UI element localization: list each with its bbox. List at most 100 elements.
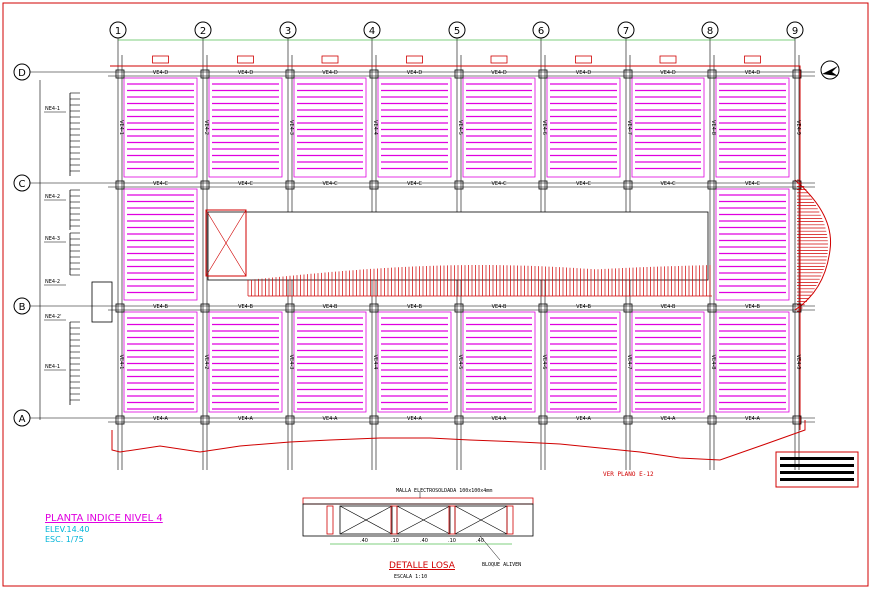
plan-scale: ESC. 1/75 — [45, 535, 84, 544]
beam-tag: VE4-C — [491, 181, 507, 187]
beam-tag: VE4-A — [576, 416, 591, 422]
beam-tag-vertical: VE4-3 — [288, 120, 294, 135]
column — [200, 415, 210, 425]
top-opening — [406, 55, 423, 64]
grid-bubble-column — [109, 21, 127, 39]
detail-dimension: .40 — [476, 538, 484, 544]
detail-scale: ESCALA 1:10 — [394, 574, 428, 580]
legend-bar — [780, 471, 854, 474]
slab-panel — [293, 311, 367, 413]
grid-bubble-row — [13, 63, 31, 81]
slab-panel — [462, 311, 536, 413]
block-note: BLOQUE ALIVEN — [482, 562, 522, 568]
grid-bubble-label: A — [19, 414, 26, 425]
beam-tag-vertical: VE4-9 — [795, 355, 801, 370]
detail-rib — [448, 505, 456, 535]
curved-stair-edge — [794, 179, 832, 311]
beam-tag: VE4-C — [745, 181, 761, 187]
beam-tag: VE4-A — [238, 416, 253, 422]
grid-bubble-label: 5 — [454, 26, 460, 37]
top-opening — [237, 55, 254, 64]
column — [454, 180, 464, 190]
column — [285, 69, 295, 79]
beam-tag: VE4-C — [660, 181, 676, 187]
grid-bubble-label: 9 — [792, 26, 798, 37]
beam-tag-vertical: VE4-4 — [372, 355, 378, 370]
beam-tag: VE4-B — [576, 304, 591, 310]
detail-dimension: .10 — [391, 538, 399, 544]
slab-panel — [715, 311, 790, 413]
beam-tag-vertical: VE4-8 — [710, 120, 716, 135]
column — [115, 415, 125, 425]
beam-tag: VE4-D — [491, 70, 507, 76]
column — [454, 415, 464, 425]
grid-bubble-column — [448, 21, 466, 39]
slab-panel — [631, 311, 705, 413]
beam-tag-vertical: VE4-8 — [710, 355, 716, 370]
detail-block-cross — [339, 505, 393, 535]
column — [454, 69, 464, 79]
column — [623, 69, 633, 79]
beam-tag: VE4-A — [492, 416, 507, 422]
slab-panel — [208, 77, 283, 178]
beam-tag: VE4-C — [407, 181, 423, 187]
beam-tag: VE4-C — [238, 181, 254, 187]
beam-tag: VE4-D — [407, 70, 423, 76]
column — [200, 69, 210, 79]
detail-dimension: .40 — [360, 538, 368, 544]
side-tag: NE4-1 — [45, 364, 60, 370]
detail-slab-top — [302, 497, 534, 505]
north-arrow-circle — [820, 60, 840, 80]
column — [369, 69, 379, 79]
legend-bar — [780, 478, 854, 481]
mesh-note: MALLA ELECTROSOLDADA 100x100x4mm — [396, 488, 493, 494]
beam-tag-vertical: VE4-3 — [288, 355, 294, 370]
column — [285, 303, 295, 313]
column — [792, 415, 802, 425]
column — [707, 415, 717, 425]
top-opening — [490, 55, 508, 64]
legend-frame — [775, 451, 859, 488]
beam-tag-vertical: VE4-6 — [541, 120, 547, 135]
detail-block-cross — [454, 505, 508, 535]
column — [200, 180, 210, 190]
plan-elevation: ELEV.14.40 — [45, 525, 90, 534]
column — [369, 180, 379, 190]
detail-section-outline — [302, 503, 534, 537]
beam-tag: VE4-A — [407, 416, 422, 422]
grid-bubble-label: 7 — [623, 26, 629, 37]
legend-bar — [780, 464, 854, 467]
shaft-cross — [205, 209, 247, 277]
slab-panel — [123, 77, 198, 178]
column — [285, 180, 295, 190]
slab-joists — [123, 77, 790, 413]
perimeter-top — [110, 65, 801, 430]
column — [115, 69, 125, 79]
grid-bubble-label: 2 — [200, 26, 206, 37]
grid-bubble-label: B — [19, 302, 26, 313]
grid-bubble-label: 4 — [369, 26, 375, 37]
grid-bubble-row — [13, 297, 31, 315]
column — [115, 180, 125, 190]
slab-panel — [377, 311, 452, 413]
column — [369, 303, 379, 313]
top-opening — [575, 55, 592, 64]
grid-bubble-label: D — [18, 68, 26, 79]
beam-tags: VE4-D VE4-C VE4-B VE4-A VE4-D VE4-C VE4-B VE4-A… — [118, 70, 801, 422]
grid-bubble-row — [13, 174, 31, 192]
column — [707, 69, 717, 79]
beam-tag: VE4-D — [153, 70, 169, 76]
beam-tag: VE4-B — [323, 304, 338, 310]
slab-panel — [208, 311, 283, 413]
slab-panel — [715, 188, 790, 301]
beam-tag: VE4-A — [153, 416, 168, 422]
legend-bar — [780, 457, 854, 460]
beam-tag-vertical: VE4-9 — [795, 120, 801, 135]
top-opening — [321, 55, 339, 64]
side-tag: NE4-2 — [45, 279, 60, 285]
beam-tag: VE4-B — [492, 304, 507, 310]
side-landing — [91, 281, 113, 323]
column — [285, 415, 295, 425]
